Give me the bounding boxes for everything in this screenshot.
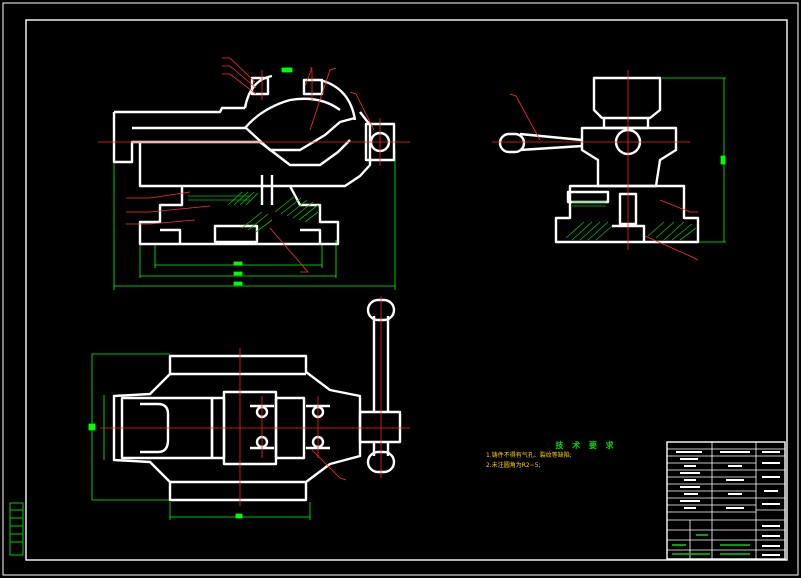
- side-view-centerlines: [492, 70, 690, 250]
- title-block-white-marks: [762, 525, 780, 556]
- technical-requirement-line-2: 2.未注圆角为R2~5;: [486, 462, 541, 469]
- side-view-dimensions: [662, 77, 726, 243]
- side-view: [492, 70, 726, 261]
- technical-requirements: 技 术 要 求 1.铸件不得有气孔、裂纹等缺陷; 2.未注圆角为R2~5;: [486, 440, 676, 471]
- top-view-centerlines: [100, 296, 410, 506]
- front-view: [98, 57, 410, 290]
- parts-list-text-marks: [676, 451, 780, 509]
- top-view-outline: [112, 298, 402, 502]
- top-view-dimensions: [88, 353, 311, 520]
- side-view-outline: [498, 76, 700, 244]
- top-view: [88, 296, 410, 520]
- technical-requirement-line-1: 1.铸件不得有气孔、裂纹等缺陷;: [486, 452, 572, 459]
- title-block: [666, 441, 786, 560]
- front-view-hatching: [188, 191, 319, 233]
- inner-frame-border: [25, 19, 788, 561]
- side-view-hatching: [565, 201, 697, 241]
- front-view-centerlines: [98, 70, 410, 166]
- technical-requirements-title: 技 术 要 求: [555, 441, 617, 450]
- side-view-leaders: [509, 93, 699, 261]
- front-view-dimensions: [113, 67, 396, 290]
- front-view-leaders: [126, 57, 375, 273]
- top-view-leaders: [311, 449, 347, 481]
- title-block-green-marks: [672, 534, 750, 555]
- parts-list-rows: [667, 455, 785, 521]
- binding-edge-stamp: [9, 502, 24, 556]
